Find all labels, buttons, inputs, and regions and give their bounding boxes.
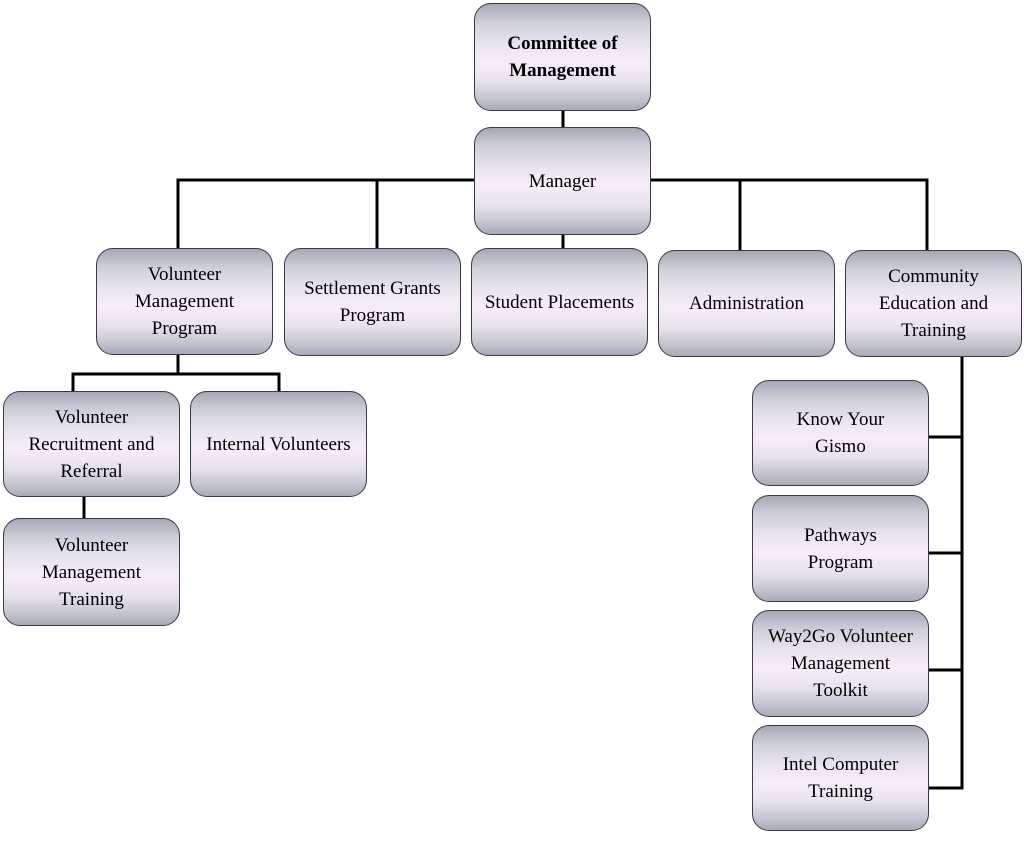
node-manager: Manager [474, 127, 651, 235]
node-administration: Administration [658, 250, 835, 357]
node-volunteer-recruitment-referral: Volunteer Recruitment and Referral [3, 391, 180, 497]
node-community-education-training: Community Education and Training [845, 250, 1022, 357]
node-know-your-gismo: Know Your Gismo [752, 380, 929, 486]
node-pathways-program: Pathways Program [752, 495, 929, 602]
node-way2go-toolkit: Way2Go Volunteer Management Toolkit [752, 610, 929, 717]
node-student-placements: Student Placements [471, 248, 648, 356]
node-settlement-grants-program: Settlement Grants Program [284, 248, 461, 356]
node-internal-volunteers: Internal Volunteers [190, 391, 367, 497]
node-committee-of-management: Committee of Management [474, 3, 651, 111]
node-intel-computer-training: Intel Computer Training [752, 725, 929, 831]
node-volunteer-management-program: Volunteer Management Program [96, 248, 273, 355]
node-volunteer-management-training: Volunteer Management Training [3, 518, 180, 626]
